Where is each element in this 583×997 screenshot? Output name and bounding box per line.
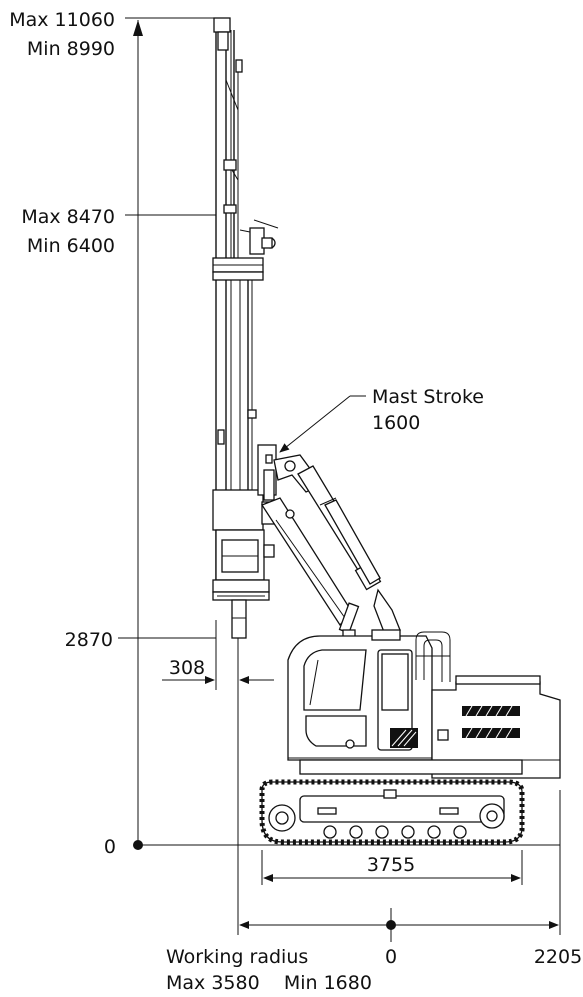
track-frame (299, 795, 505, 823)
height-min-mid: Min 6400 (27, 235, 115, 257)
mast-head-pulley (217, 31, 229, 51)
working-radius-dimension (239, 790, 561, 942)
mast-stroke-label: Mast Stroke (372, 386, 484, 408)
upperstructure (287, 629, 561, 779)
radius-center-zero: 0 (385, 946, 397, 968)
height-max-top: Max 11060 (9, 9, 115, 31)
rotary-head (212, 489, 264, 531)
kelly-bar-tip (231, 599, 247, 639)
ground-origin-dot (133, 840, 143, 850)
mast-stroke-leader (279, 395, 351, 453)
engine-vents (462, 705, 520, 739)
track-length-dimension (261, 850, 523, 885)
mast-head (213, 17, 231, 33)
height-ground-zero: 0 (104, 836, 116, 858)
slewing-ring (299, 759, 523, 775)
mast-stroke-callout (279, 395, 366, 453)
mast-stroke-value: 1600 (372, 412, 420, 434)
working-radius-label: Working radius (166, 946, 308, 968)
cab-lower-window (305, 715, 367, 747)
slew-center-dot (386, 920, 396, 930)
mast (212, 17, 279, 639)
offset-dimension (162, 620, 274, 935)
track-rollers (323, 825, 467, 839)
height-max-mid: Max 8470 (21, 206, 115, 228)
height-min-top: Min 8990 (27, 38, 115, 60)
door-grille (390, 728, 418, 748)
boom-linkage (261, 454, 401, 639)
offset-308: 308 (169, 657, 205, 679)
top-arrowhead (133, 20, 143, 36)
working-radius-range: Max 3580 Min 1680 (166, 972, 372, 994)
radius-2205: 2205 (534, 946, 582, 968)
cab-front-window (303, 649, 367, 711)
crawler-track (259, 779, 525, 845)
height-dimension-system (118, 17, 560, 850)
cab-door-window (381, 653, 409, 711)
height-2870: 2870 (65, 629, 113, 651)
track-length-3755: 3755 (367, 854, 415, 876)
